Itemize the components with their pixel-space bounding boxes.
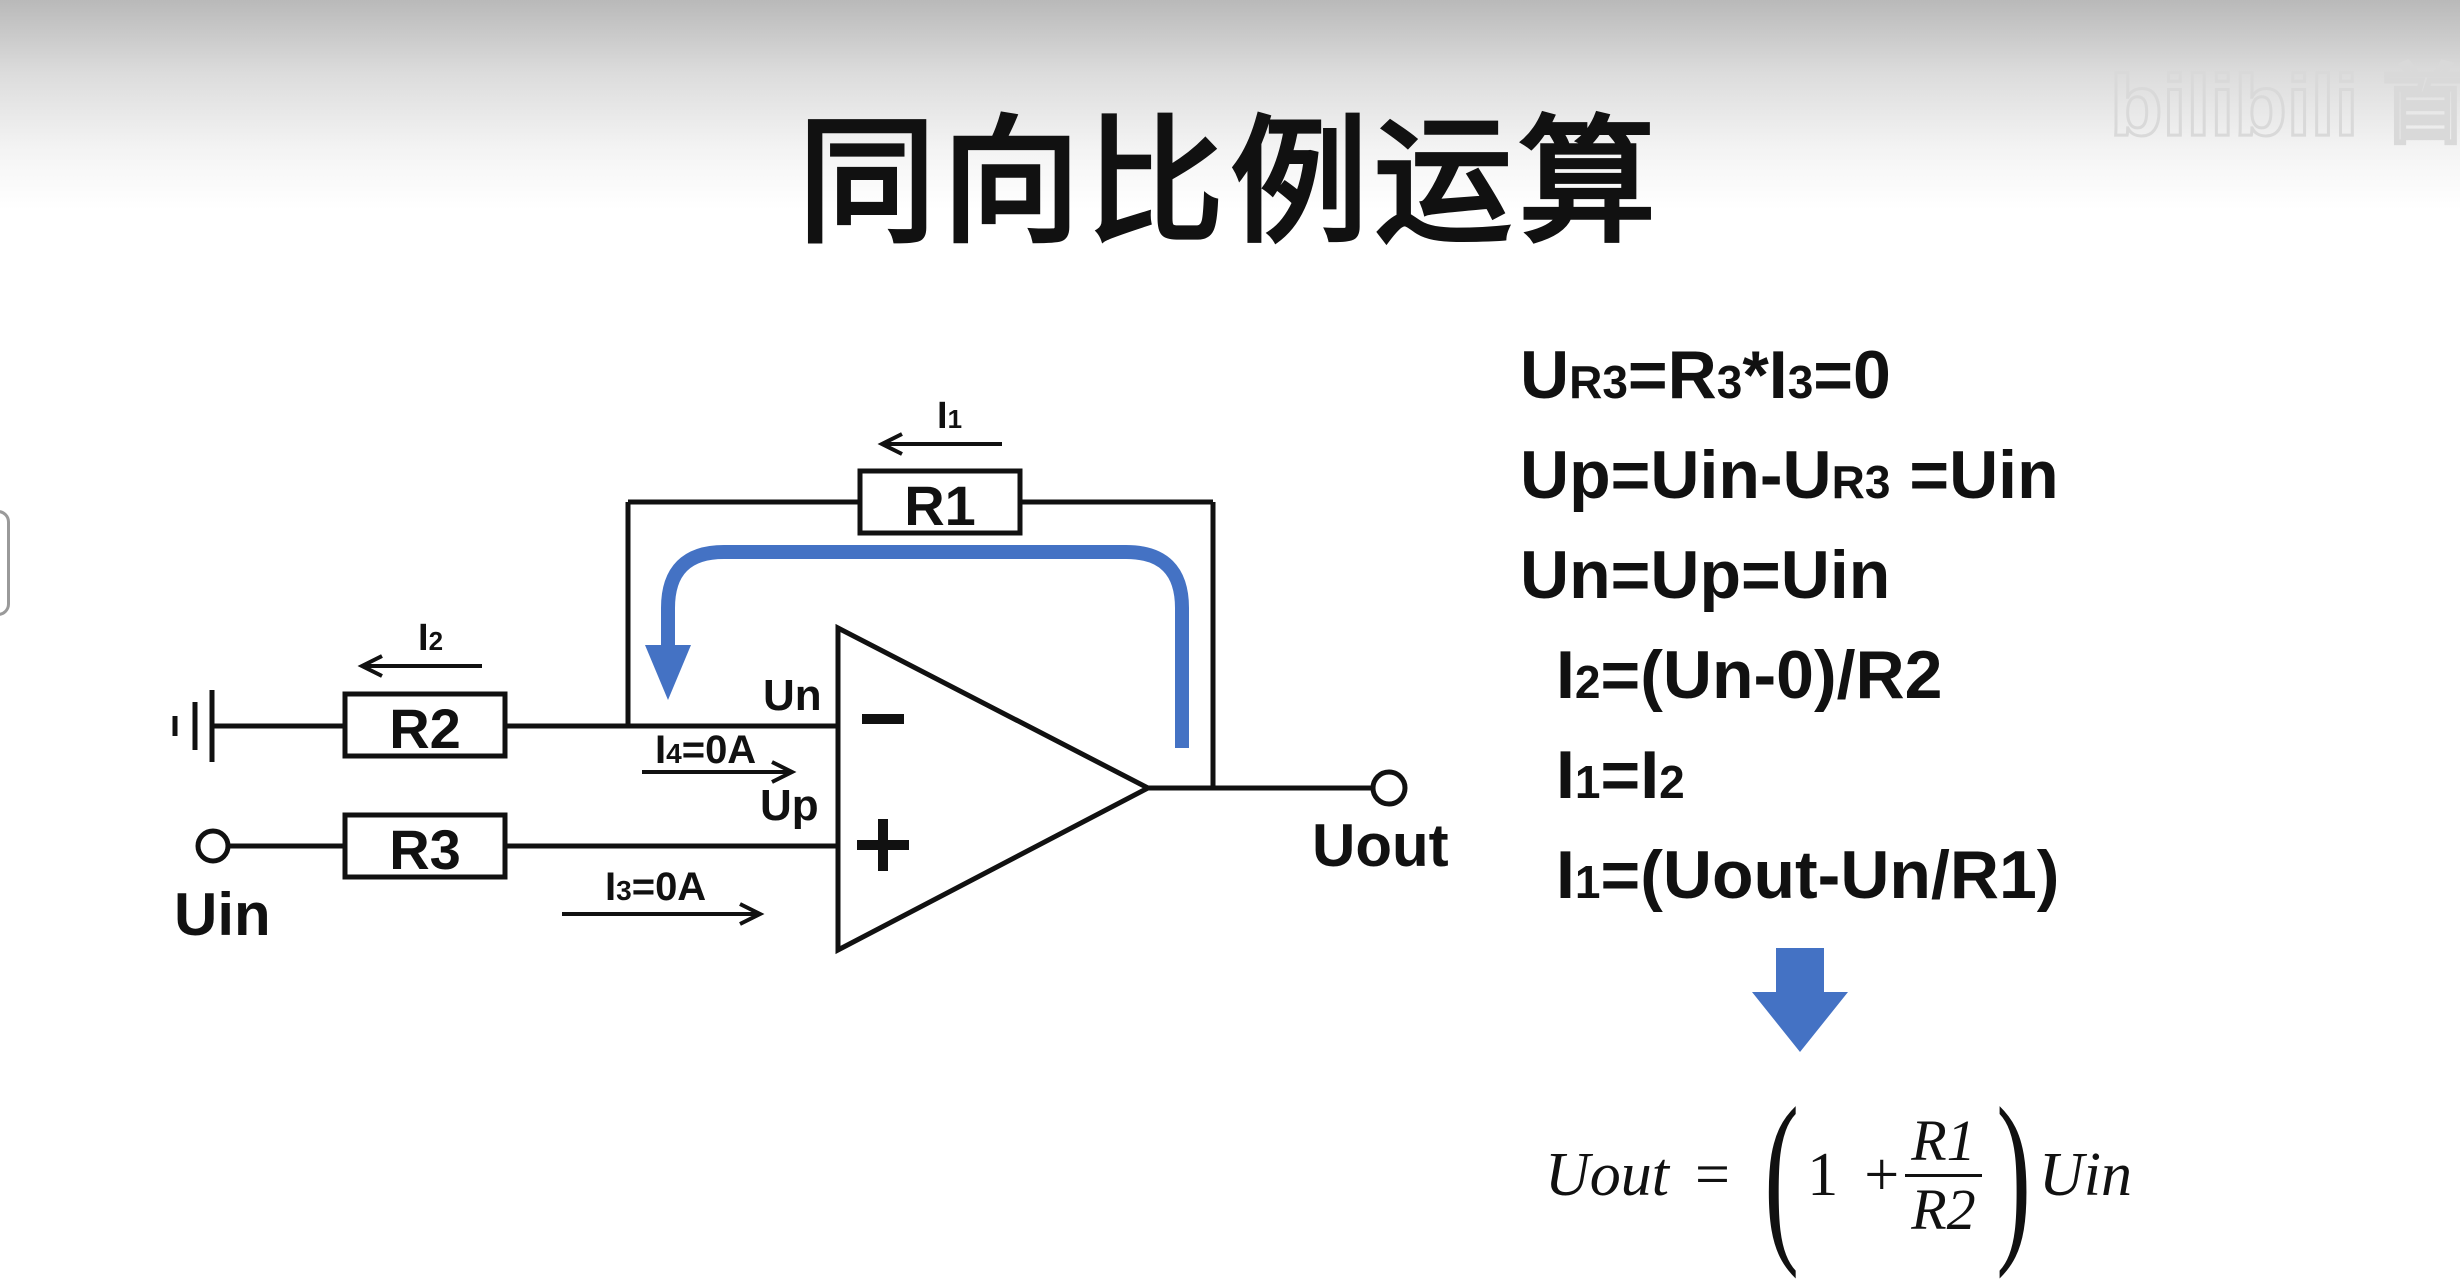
title-background: [0, 0, 2460, 210]
equation-5: I1=I2: [1556, 737, 1685, 813]
equation-2: Up=Uin-UR3 =Uin: [1520, 437, 2059, 513]
formula-one: 1: [1807, 1140, 1839, 1209]
equation-1: UR3=R3*I3=0: [1520, 337, 1891, 413]
op-amp-plus-vertical: [878, 819, 888, 871]
formula-fraction: R1 R2: [1905, 1107, 1982, 1243]
up-label: Up: [760, 781, 819, 830]
un-label: Un: [763, 671, 822, 720]
resistor-r2: [342, 691, 508, 759]
down-arrow-icon: [1752, 948, 1848, 1052]
uout-terminal: [1370, 769, 1408, 807]
slide-title: 同向比例运算: [797, 102, 1662, 263]
i4-label: I4=0A: [655, 728, 756, 772]
i4-arrowhead: [771, 760, 797, 784]
i1-label: I1: [937, 395, 962, 437]
formula-rhs: Uin: [2038, 1140, 2132, 1209]
i1-arrowhead: [877, 432, 903, 456]
i2-arrowhead: [357, 654, 383, 678]
i3-arrowhead: [739, 902, 765, 926]
bilibili-watermark-icon: bilibili 首页: [2110, 57, 2460, 156]
formula-lhs: Uout: [1545, 1140, 1669, 1209]
formula-right-paren: ): [1995, 1070, 2031, 1280]
i2-label: I2: [418, 617, 443, 659]
r3-label: R3: [389, 818, 461, 881]
watermark-text: bilibili 首页: [2110, 58, 2460, 154]
uout-label: Uout: [1312, 812, 1449, 879]
fraction-bar: [1905, 1173, 1982, 1177]
formula-denominator: R2: [1911, 1176, 1976, 1242]
equation-4: I2=(Un-0)/R2: [1556, 637, 1943, 713]
formula-left-paren: (: [1764, 1070, 1800, 1280]
formula-plus: +: [1864, 1140, 1900, 1209]
feedback-flow-arrowhead: [645, 645, 691, 700]
uin-terminal: [195, 828, 231, 864]
formula-numerator: R1: [1911, 1107, 1976, 1173]
equation-6: I1=(Uout-Un/R1): [1556, 837, 2060, 913]
feedback-flow-arrow: [661, 545, 1189, 748]
equation-3: Un=Up=Uin: [1520, 537, 1891, 613]
formula-equals: =: [1695, 1140, 1730, 1209]
r2-label: R2: [389, 697, 461, 760]
op-amp-triangle: [835, 623, 1154, 955]
result-formula: Uout = ( 1 + R1 R2 ) Uin: [1545, 1080, 2132, 1270]
i3-label: I3=0A: [605, 865, 706, 909]
op-amp-minus-sign: [862, 714, 904, 724]
r1-label: R1: [904, 474, 976, 537]
uin-label: Uin: [174, 881, 271, 948]
